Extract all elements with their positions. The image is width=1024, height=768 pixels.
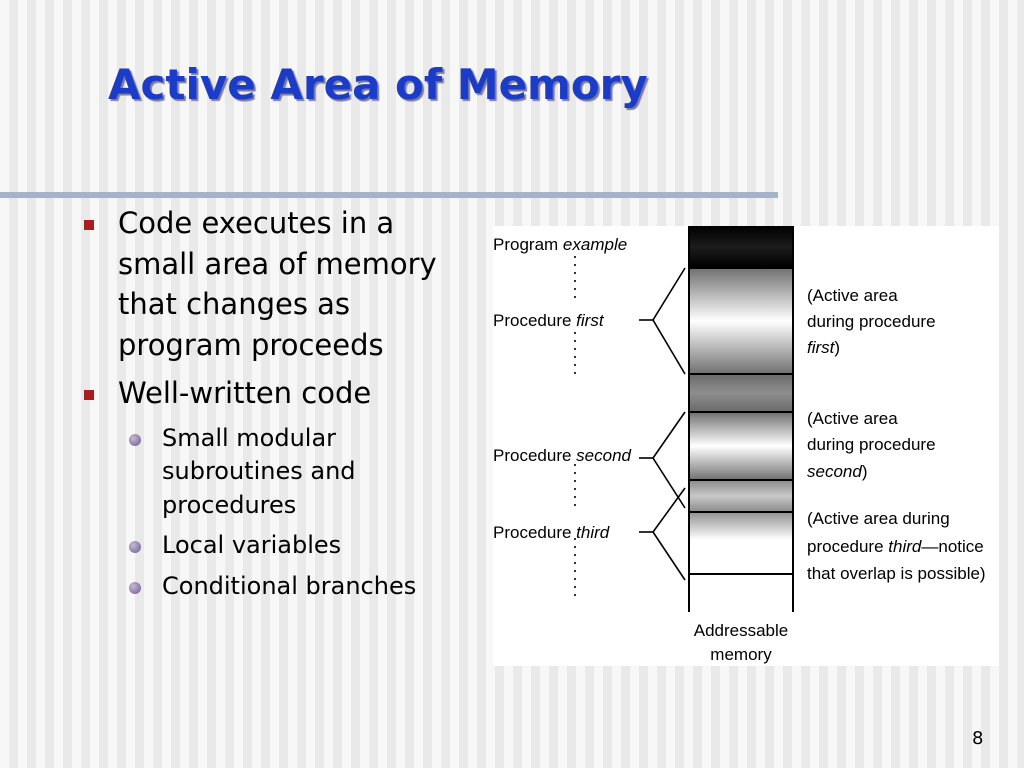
memory-label: memory bbox=[710, 645, 772, 664]
slide-title: Active Area of Memory bbox=[108, 60, 648, 109]
svg-text:(Active area: (Active area bbox=[807, 409, 898, 428]
svg-text:second): second) bbox=[807, 462, 868, 481]
svg-text:that overlap is possible): that overlap is possible) bbox=[807, 564, 986, 583]
memory-diagram: Program example Procedure first Procedur… bbox=[493, 226, 999, 666]
svg-text:(Active area: (Active area bbox=[807, 286, 898, 305]
square-bullet-icon bbox=[84, 390, 94, 400]
bullet-text: Code executes in a small area of memory … bbox=[118, 206, 437, 362]
bullet-item: Code executes in a small area of memory … bbox=[80, 203, 450, 365]
svg-text:during procedure: during procedure bbox=[807, 435, 936, 454]
sub-bullet-text: Local variables bbox=[162, 531, 342, 559]
procedure-label: Procedure second bbox=[493, 446, 632, 465]
bullet-text: Well-written code bbox=[118, 376, 372, 410]
sub-bullet-text: Small modular subroutines and procedures bbox=[162, 423, 356, 519]
square-bullet-icon bbox=[84, 220, 94, 230]
slide-number: 8 bbox=[972, 728, 984, 749]
memory-segment bbox=[689, 226, 793, 268]
round-bullet-icon bbox=[129, 581, 141, 594]
sub-bullet-item: Small modular subroutines and procedures bbox=[80, 422, 450, 523]
sub-bullet-text: Conditional branches bbox=[162, 571, 417, 600]
note-third: (Active area during procedure third—noti… bbox=[807, 509, 986, 583]
program-label: Program example bbox=[493, 235, 627, 254]
round-bullet-icon bbox=[129, 433, 141, 446]
note-second: (Active area during procedure second) bbox=[807, 409, 936, 481]
title-divider bbox=[0, 192, 778, 198]
svg-text:(Active area during: (Active area during bbox=[807, 509, 950, 528]
memory-segment bbox=[689, 374, 793, 412]
memory-segment bbox=[689, 480, 793, 512]
bracket-first bbox=[652, 267, 686, 375]
memory-segment bbox=[689, 512, 793, 574]
sub-bullet-item: Local variables bbox=[80, 529, 450, 563]
procedure-label: Procedure third bbox=[493, 523, 610, 542]
note-first: (Active area during procedure first) bbox=[807, 286, 936, 357]
round-bullet-icon bbox=[129, 541, 141, 553]
bullet-item: Well-written code bbox=[80, 373, 450, 414]
sub-bullet-item: Conditional branches bbox=[80, 570, 450, 604]
memory-label: Addressable bbox=[694, 621, 789, 640]
memory-segment bbox=[689, 268, 793, 374]
svg-text:first): first) bbox=[807, 338, 840, 357]
svg-text:during procedure: during procedure bbox=[807, 312, 936, 331]
memory-segment bbox=[689, 412, 793, 480]
svg-text:procedure third—notice: procedure third—notice bbox=[807, 537, 984, 556]
procedure-label: Procedure first bbox=[493, 311, 605, 330]
bullet-list: Code executes in a small area of memory … bbox=[80, 203, 450, 610]
